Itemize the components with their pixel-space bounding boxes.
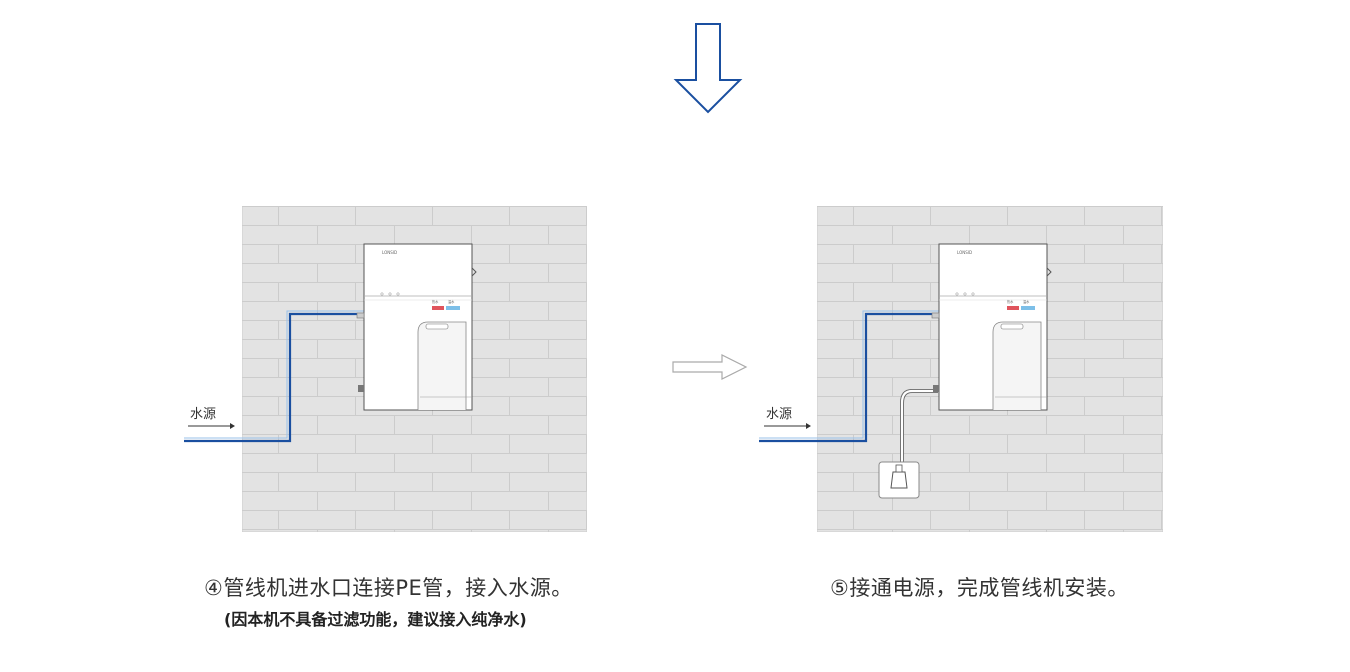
step5-power-cord — [900, 389, 938, 467]
step5-brand-logo: LONSID — [957, 250, 972, 255]
step5-flow-arrow-icon — [764, 423, 811, 429]
step4-brand-logo: LONSID — [382, 250, 397, 255]
step4-dispenser-device: LONSID 热水 温水 — [356, 243, 477, 411]
right-arrow-icon — [672, 354, 748, 380]
step4-caption: ④管线机进水口连接PE管，接入水源。 — [204, 576, 573, 600]
down-arrow-icon — [673, 23, 743, 114]
step4-source-label: 水源 — [190, 407, 217, 422]
step5-caption: ⑤接通电源，完成管线机安装。 — [830, 576, 1129, 600]
step5-hot-label: 热水 — [1007, 299, 1014, 304]
step5-water-pipe — [759, 310, 940, 443]
step4-flow-arrow-icon — [188, 423, 235, 429]
step5-warm-label: 温水 — [1023, 299, 1030, 304]
step5-power-socket-icon — [878, 461, 920, 499]
step4-hot-label: 热水 — [432, 299, 439, 304]
step4-water-pipe — [184, 310, 364, 443]
step4-warm-label: 温水 — [448, 299, 455, 304]
step5-dispenser-device: LONSID 热水 温水 — [931, 243, 1052, 411]
step5-source-label: 水源 — [766, 407, 793, 422]
step4-note: (因本机不具备过滤功能，建议接入纯净水) — [224, 610, 527, 629]
